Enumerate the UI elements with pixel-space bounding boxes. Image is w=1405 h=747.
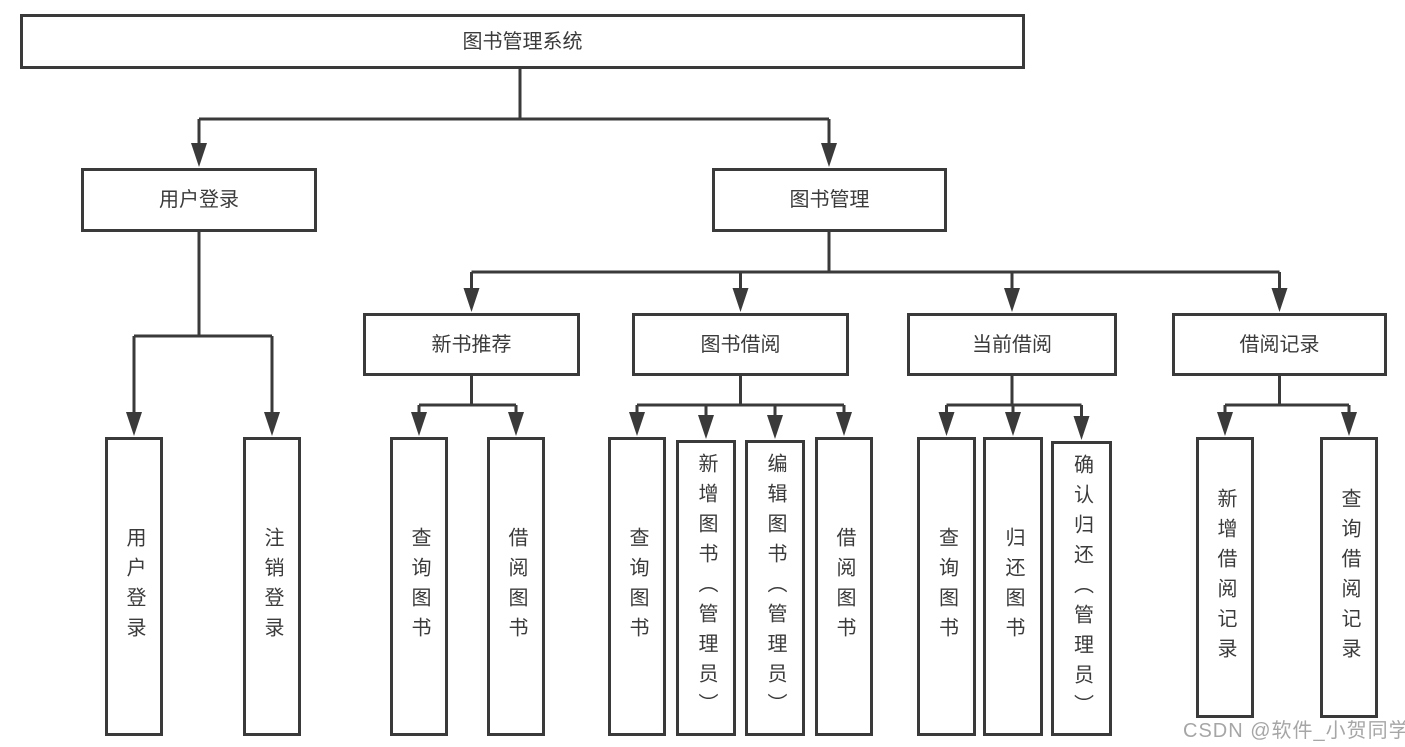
node-leaf-edit-books-admin-label: 编辑图书（管理员） [764,453,786,723]
node-book-borrowing-label: 图书借阅 [700,333,781,356]
node-leaf-user-login-label: 用户登录 [123,526,145,647]
node-leaf-query-borrow-record: 查询借阅记录 [1320,437,1378,718]
node-borrow-records: 借阅记录 [1172,313,1387,376]
node-borrow-records-label: 借阅记录 [1239,333,1320,356]
node-leaf-query-books-current-label: 查询图书 [935,526,958,647]
node-leaf-query-books-current: 查询图书 [917,437,976,736]
node-book-management-label: 图书管理 [789,189,870,211]
node-leaf-borrow-books-recommend-label: 借阅图书 [505,526,527,647]
node-new-book-recommend: 新书推荐 [363,313,580,376]
node-leaf-add-borrow-record: 新增借阅记录 [1196,437,1254,718]
node-leaf-query-books-borrowing-label: 查询图书 [626,526,648,647]
node-leaf-add-borrow-record-label: 新增借阅记录 [1214,487,1236,668]
node-book-borrowing: 图书借阅 [632,313,849,376]
node-root-system-label: 图书管理系统 [462,30,583,53]
node-new-book-recommend-label: 新书推荐 [431,333,512,356]
node-leaf-logout: 注销登录 [243,437,301,736]
node-leaf-borrow-books-label: 借阅图书 [833,526,855,647]
node-leaf-add-books-admin-label: 新增图书（管理员） [695,453,717,723]
node-leaf-query-books-recommend: 查询图书 [390,437,448,736]
tree-rails [134,69,1349,407]
node-current-borrowing: 当前借阅 [907,313,1117,376]
node-leaf-borrow-books-recommend: 借阅图书 [487,437,545,736]
node-leaf-return-books: 归还图书 [983,437,1043,736]
node-leaf-logout-label: 注销登录 [261,526,283,647]
node-user-login-label: 用户登录 [159,189,239,211]
node-leaf-borrow-books: 借阅图书 [815,437,873,736]
node-leaf-query-books-recommend-label: 查询图书 [408,526,430,647]
node-leaf-query-borrow-record-label: 查询借阅记录 [1338,487,1360,668]
arrow-shafts [132,119,1351,420]
node-leaf-user-login: 用户登录 [105,437,163,736]
node-leaf-add-books-admin: 新增图书（管理员） [676,440,736,736]
node-leaf-query-books-borrowing: 查询图书 [608,437,666,736]
arrowheads [126,143,1357,440]
node-leaf-confirm-return-admin: 确认归还（管理员） [1051,441,1112,736]
node-leaf-edit-books-admin: 编辑图书（管理员） [745,440,805,736]
node-leaf-confirm-return-admin-label: 确认归还（管理员） [1070,453,1093,724]
node-current-borrowing-label: 当前借阅 [972,333,1052,356]
node-user-login: 用户登录 [81,168,317,232]
node-leaf-return-books-label: 归还图书 [1002,526,1024,647]
node-root-system: 图书管理系统 [20,14,1025,69]
csdn-watermark: CSDN @软件_小贺同学 [1183,720,1405,742]
node-book-management: 图书管理 [712,168,947,232]
